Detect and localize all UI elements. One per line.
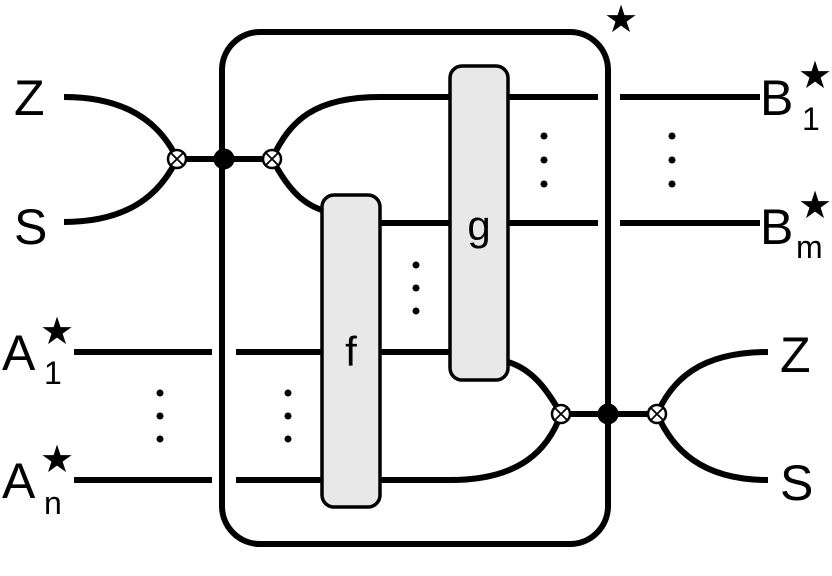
outer-frame-star: ★ [604,0,638,41]
ellipsis-right-inside [540,132,548,188]
label-a1-sub: 1 [44,355,62,391]
label-left-z: Z [14,70,45,126]
wire-right-s [654,412,769,483]
wire-inner-to-f [269,157,324,213]
ellipsis-right-outside [668,132,676,188]
spider-open-left-1 [166,148,188,170]
label-b1-base: B [760,70,793,126]
label-bm-star: ★ [798,185,832,227]
box-f [320,193,382,509]
label-bm-base: B [760,199,793,255]
wire-left-z [63,94,180,160]
wire-left-s [63,157,180,225]
spider-black-left [213,148,235,170]
label-b1-star: ★ [798,55,832,97]
label-right-z: Z [780,327,811,383]
label-an-star: ★ [40,439,74,481]
spider-open-right-2 [646,403,668,425]
spider-black-right [597,403,619,425]
wire-right-z [654,349,769,416]
box-g [448,64,510,382]
label-b1-sub: 1 [802,101,820,137]
spider-open-left-2 [261,148,283,170]
box-f-label: f [345,328,357,375]
wire-inner-top [269,94,450,161]
box-g-label: g [467,202,490,249]
wire-f-out-bottom [380,412,564,483]
label-left-s: S [14,199,47,255]
label-bm-sub: m [796,229,823,265]
outer-frame [219,29,611,547]
label-an-base: A [2,453,36,509]
label-a1-base: A [2,325,36,381]
label-a1-star: ★ [40,311,74,353]
label-right-s: S [780,455,813,511]
ellipsis-left-outside [156,389,164,443]
label-an-sub: n [44,485,62,521]
ellipsis-between-boxes [412,261,420,315]
ellipsis-left-inside [284,389,292,443]
wire-g-out-bottom [507,359,564,416]
spider-open-right-1 [550,403,572,425]
